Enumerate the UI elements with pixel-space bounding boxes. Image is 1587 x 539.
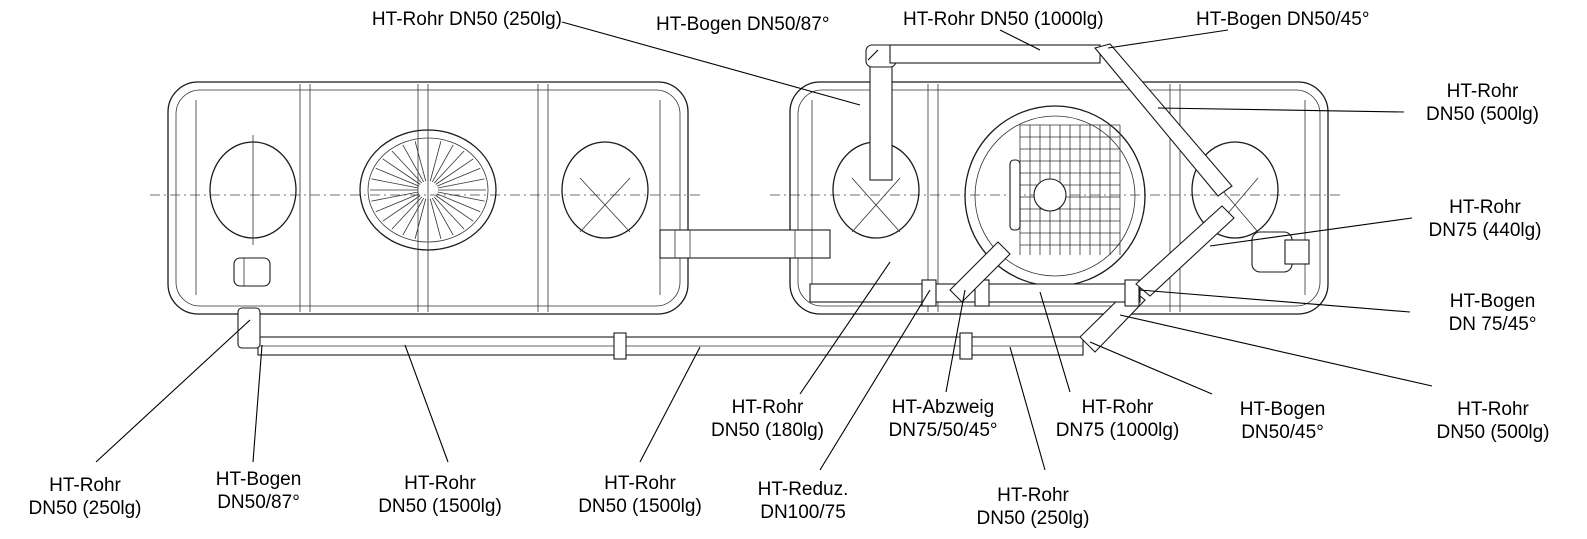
dome-sunburst xyxy=(370,140,486,240)
label-bogen-dn50-45-top: HT-Bogen DN50/45° xyxy=(1196,9,1370,30)
label-rohr-dn50-1000-top: HT-Rohr DN50 (1000lg) xyxy=(903,9,1104,30)
label-bogen-dn50-87-top: HT-Bogen DN50/87° xyxy=(656,14,830,35)
label-rohr-dn50-250-top: HT-Rohr DN50 (250lg) xyxy=(371,9,562,30)
left-tank xyxy=(150,81,700,315)
pipes xyxy=(237,43,1235,360)
label-reduz: HT-Reduz.DN100/75 xyxy=(757,479,849,523)
leader-lines xyxy=(95,21,1433,471)
right-tank xyxy=(770,81,1340,315)
filter-grid xyxy=(1019,124,1121,255)
